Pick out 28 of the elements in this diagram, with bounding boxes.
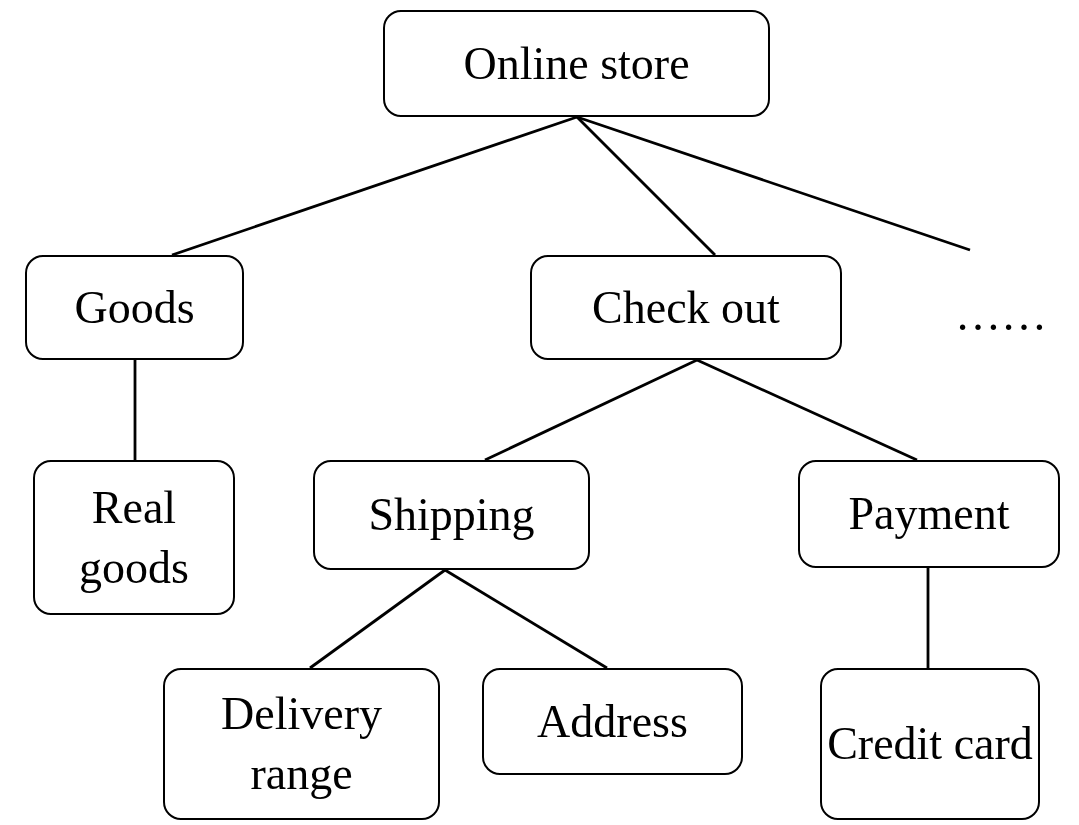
rounded-box <box>798 460 1060 568</box>
node-label: Goods <box>74 280 195 335</box>
connector-line <box>309 568 446 670</box>
connector-line <box>696 358 918 462</box>
rounded-box <box>482 668 743 775</box>
rounded-box <box>163 668 440 820</box>
ellipsis-text: …… <box>955 288 1047 343</box>
rounded-box <box>530 255 842 360</box>
node-label: Payment <box>848 487 1010 542</box>
node-label: Check out <box>592 280 780 335</box>
rounded-box <box>33 460 235 615</box>
connector-line <box>484 358 698 462</box>
rounded-box <box>820 668 1040 820</box>
node-label: Delivery range <box>220 687 383 801</box>
rounded-box <box>383 10 770 117</box>
connector-line <box>576 115 971 252</box>
rounded-box <box>313 460 590 570</box>
node-label: Online store <box>463 36 690 91</box>
node-label: Address <box>537 694 688 749</box>
connector-line <box>171 115 578 257</box>
connector-line <box>444 568 608 670</box>
connector-line <box>133 360 137 460</box>
node-label: Shipping <box>368 488 535 543</box>
node-label: Real goods <box>78 480 190 595</box>
connector-line <box>926 568 930 668</box>
connector-line <box>576 116 716 256</box>
rounded-box <box>25 255 244 360</box>
node-label: Credit card <box>827 717 1033 772</box>
